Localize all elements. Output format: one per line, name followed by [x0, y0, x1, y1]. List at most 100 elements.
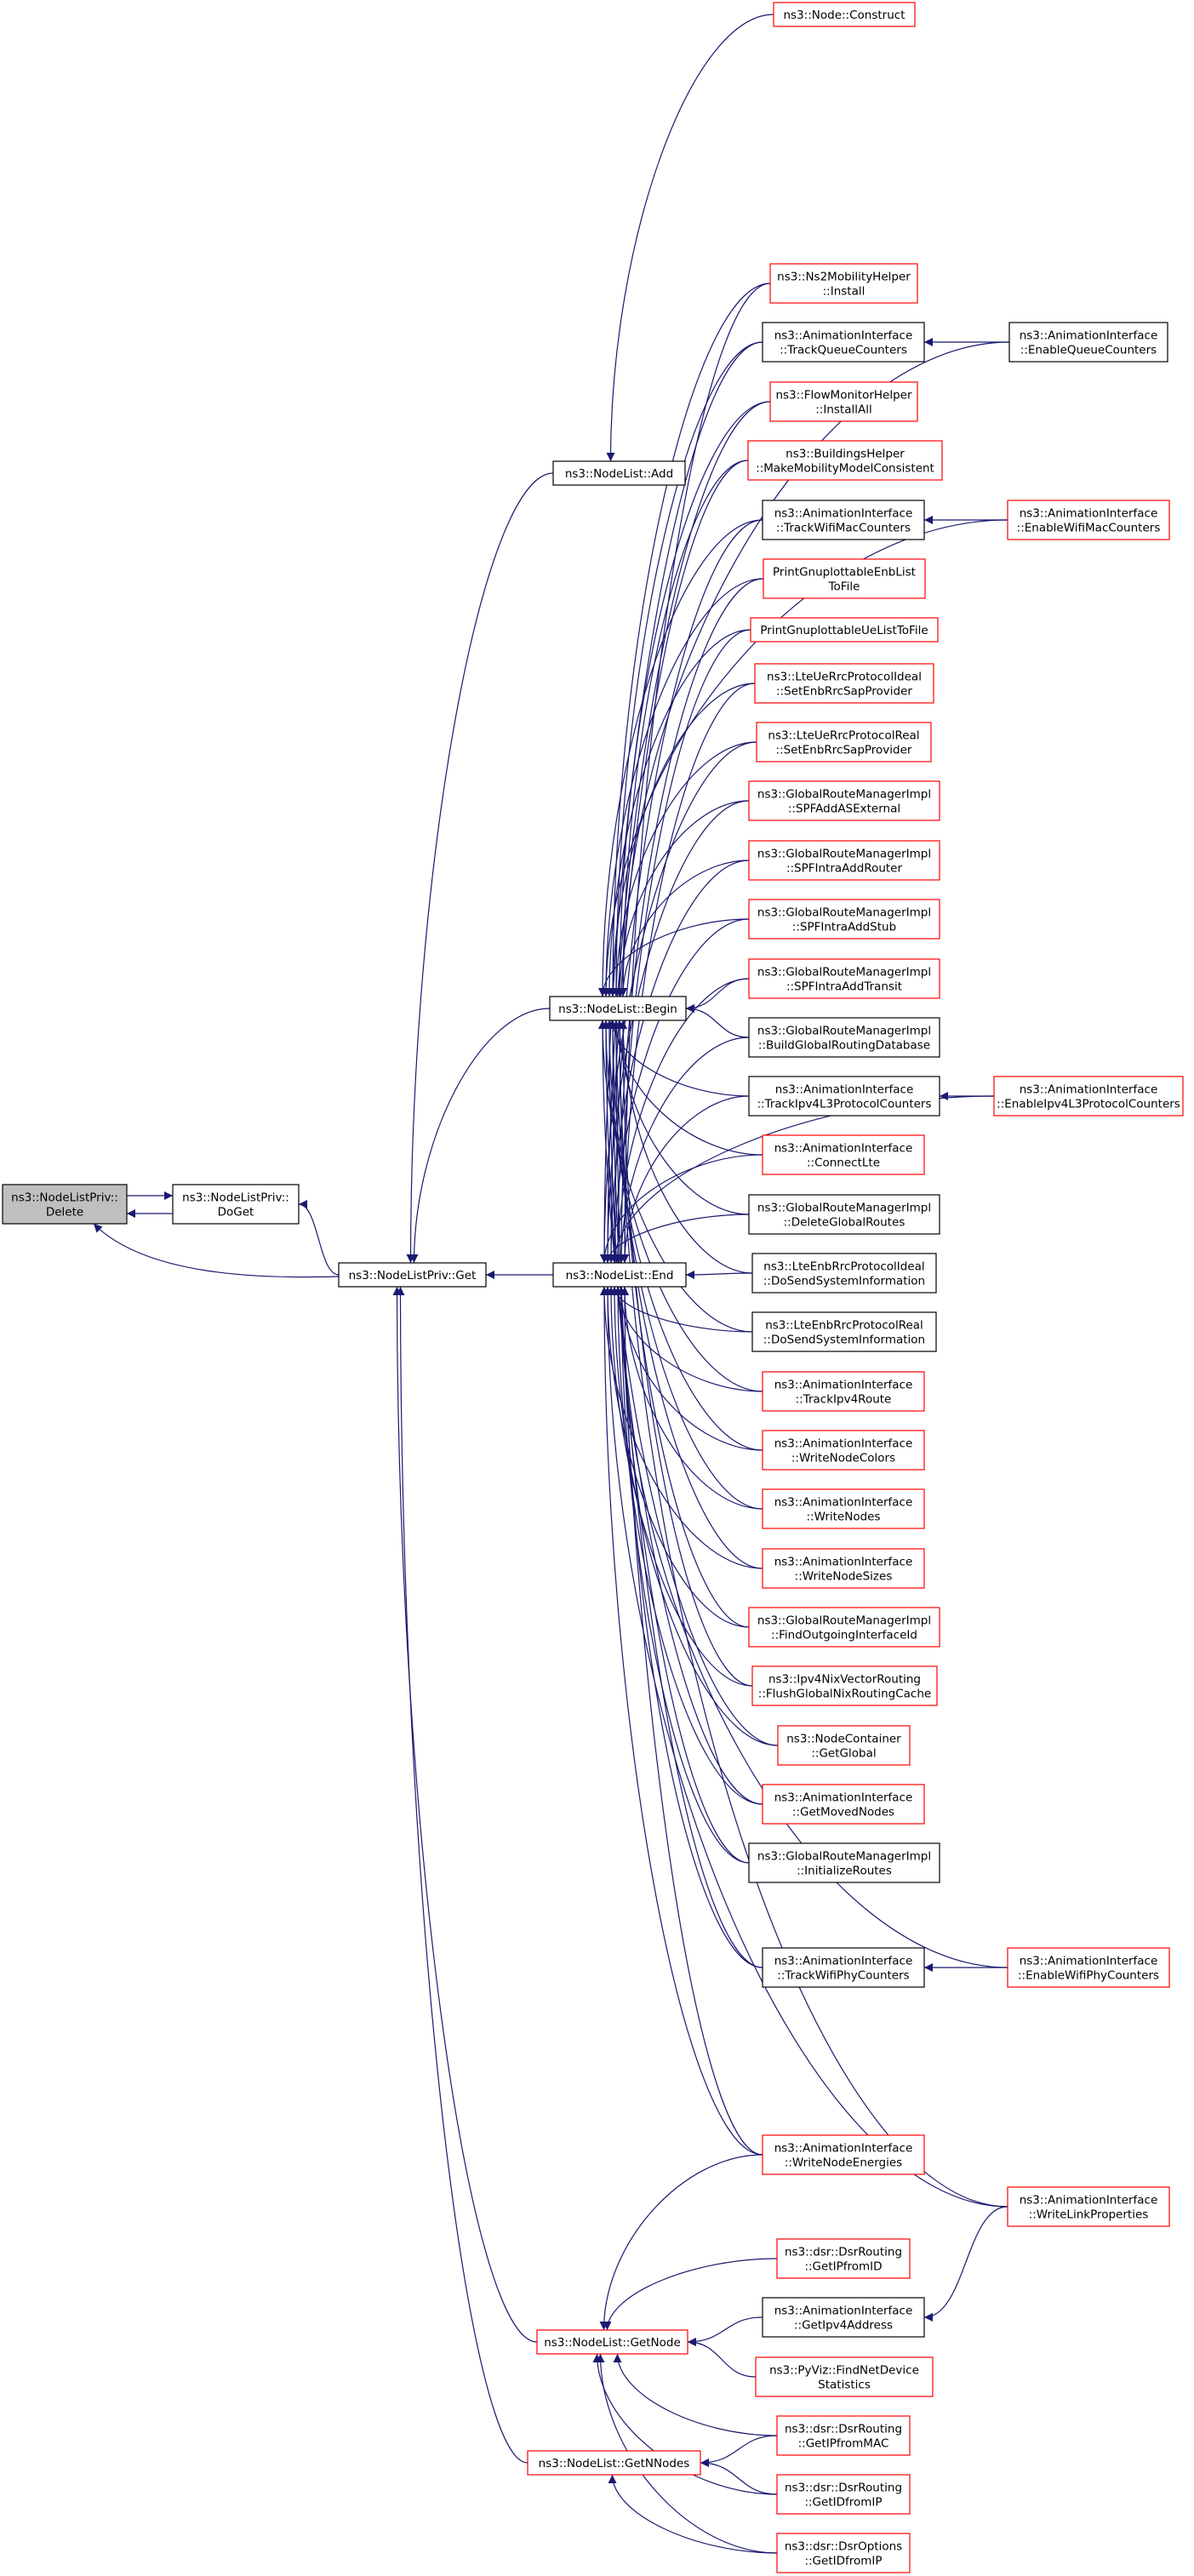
node-buildglobal[interactable]: ns3::GlobalRouteManagerImpl::BuildGlobal…: [748, 1017, 940, 1058]
node-label: Delete: [46, 1206, 83, 1219]
edge-initroutes-to-begin: [605, 1020, 750, 1864]
node-getipv4addr[interactable]: ns3::AnimationInterface::GetIpv4Address: [762, 2297, 925, 2338]
node-getnnodes[interactable]: ns3::NodeList::GetNNodes: [527, 2450, 701, 2476]
node-enablewifiphy[interactable]: ns3::AnimationInterface::EnableWifiPhyCo…: [1007, 1947, 1170, 1988]
node-buildingsmm[interactable]: ns3::BuildingsHelper::MakeMobilityModelC…: [747, 440, 943, 481]
node-enableipv4l3[interactable]: ns3::AnimationInterface::EnableIpv4L3Pro…: [993, 1076, 1184, 1117]
node-dsrgetidip[interactable]: ns3::dsr::DsrRouting::GetIDfromIP: [776, 2474, 911, 2515]
node-delete[interactable]: ns3::NodeListPriv::Delete: [2, 1184, 128, 1225]
node-box: [769, 263, 918, 304]
node-label: ns3::AnimationInterface: [774, 329, 913, 343]
node-doget[interactable]: ns3::NodeListPriv::DoGet: [172, 1184, 300, 1225]
node-trackwifiphy[interactable]: ns3::AnimationInterface::TrackWifiPhyCou…: [762, 1947, 925, 1988]
node-writeenergies[interactable]: ns3::AnimationInterface::WriteNodeEnergi…: [762, 2134, 925, 2175]
node-label: Statistics: [818, 2379, 871, 2392]
node-deleteglobal[interactable]: ns3::GlobalRouteManagerImpl::DeleteGloba…: [748, 1194, 940, 1235]
node-label: ::GetIPfromMAC: [798, 2437, 889, 2451]
node-spfstub[interactable]: ns3::GlobalRouteManagerImpl::SPFIntraAdd…: [748, 899, 940, 940]
node-enablequeue[interactable]: ns3::AnimationInterface::EnableQueueCoun…: [1008, 322, 1168, 363]
node-writenodes[interactable]: ns3::AnimationInterface::WriteNodes: [762, 1488, 925, 1529]
node-box: [762, 1134, 925, 1175]
node-spfrouter[interactable]: ns3::GlobalRouteManagerImpl::SPFIntraAdd…: [748, 840, 940, 881]
edge-spftransit-to-begin: [685, 978, 750, 1013]
node-label: ns3::AnimationInterface: [775, 1083, 914, 1097]
node-label: ns3::Ns2MobilityHelper: [777, 271, 911, 284]
edge-ltereal-to-begin: [612, 741, 757, 997]
node-flowinstall[interactable]: ns3::FlowMonitorHelper::InstallAll: [769, 381, 918, 422]
node-label: ns3::GlobalRouteManagerImpl: [757, 1025, 931, 1038]
node-label: ns3::NodeContainer: [786, 1733, 901, 1746]
edge-get-to-delete: [93, 1223, 340, 1278]
node-label: ::WriteLinkProperties: [1029, 2208, 1149, 2222]
node-spfase[interactable]: ns3::GlobalRouteManagerImpl::SPFAddASExt…: [748, 780, 940, 821]
node-label: ns3::AnimationInterface: [774, 1955, 913, 1968]
edge-spfstub-to-end: [610, 918, 750, 1264]
edge-trackqueue-to-begin: [612, 341, 763, 997]
node-writelink[interactable]: ns3::AnimationInterface::WriteLinkProper…: [1007, 2186, 1170, 2227]
node-connectlte[interactable]: ns3::AnimationInterface::ConnectLte: [762, 1134, 925, 1175]
node-label: DoGet: [218, 1206, 254, 1219]
node-enbideal[interactable]: ns3::LteEnbRrcProtocolIdeal::DoSendSyste…: [751, 1253, 937, 1294]
edge-dsroptions-to-getnode: [596, 2353, 778, 2554]
node-box: [762, 1488, 925, 1529]
node-label: ns3::GlobalRouteManagerImpl: [757, 1850, 931, 1864]
node-getmoved[interactable]: ns3::AnimationInterface::GetMovedNodes: [762, 1784, 925, 1825]
node-box: [748, 899, 940, 940]
node-label: ns3::GlobalRouteManagerImpl: [757, 788, 931, 802]
node-get[interactable]: ns3::NodeListPriv::Get: [338, 1262, 487, 1288]
edge-getglobal-to-begin: [598, 1020, 779, 1746]
node-flushnix[interactable]: ns3::Ipv4NixVectorRouting::FlushGlobalNi…: [751, 1665, 938, 1706]
node-enablewifimac[interactable]: ns3::AnimationInterface::EnableWifiMacCo…: [1007, 500, 1170, 540]
node-label: ::EnableWifiMacCounters: [1017, 522, 1161, 535]
node-label: ns3::NodeListPriv::Get: [349, 1269, 477, 1282]
node-writecolors[interactable]: ns3::AnimationInterface::WriteNodeColors: [762, 1430, 925, 1471]
edge-writeenergies-to-begin: [612, 1020, 763, 2156]
edge-ns2install-to-begin: [608, 283, 771, 997]
edge-writenodes-to-end: [620, 1286, 763, 1510]
node-lteideal[interactable]: ns3::LteUeRrcProtocolIdeal::SetEnbRrcSap…: [754, 663, 934, 704]
edge-getmoved-to-end: [614, 1286, 763, 1805]
node-label: ns3::AnimationInterface: [774, 2305, 913, 2318]
node-ltereal[interactable]: ns3::LteUeRrcProtocolReal::SetEnbRrcSapP…: [756, 722, 932, 763]
node-end[interactable]: ns3::NodeList::End: [552, 1262, 687, 1288]
node-trackwifimac[interactable]: ns3::AnimationInterface::TrackWifiMacCou…: [762, 500, 925, 540]
node-label: ns3::GlobalRouteManagerImpl: [757, 906, 931, 920]
node-label: ns3::LteUeRrcProtocolIdeal: [767, 671, 922, 684]
node-trackqueue[interactable]: ns3::AnimationInterface::TrackQueueCount…: [762, 322, 925, 363]
node-label: ns3::NodeList::Begin: [558, 1002, 677, 1016]
node-findoutgoing[interactable]: ns3::GlobalRouteManagerImpl::FindOutgoin…: [748, 1607, 940, 1648]
node-label: ns3::dsr::DsrOptions: [785, 2540, 902, 2554]
node-label: ns3::AnimationInterface: [1020, 507, 1158, 521]
node-trackipv4route[interactable]: ns3::AnimationInterface::TrackIpv4Route: [762, 1371, 925, 1412]
edge-dsroptions-to-getnnodes: [608, 2474, 778, 2554]
node-construct[interactable]: ns3::Node::Construct: [773, 2, 916, 27]
edge-findoutgoing-to-end: [603, 1286, 750, 1628]
node-writesizes[interactable]: ns3::AnimationInterface::WriteNodeSizes: [762, 1548, 925, 1589]
node-enbreal[interactable]: ns3::LteEnbRrcProtocolReal::DoSendSystem…: [751, 1311, 937, 1352]
node-getnode[interactable]: ns3::NodeList::GetNode: [536, 2329, 688, 2355]
node-label: ::BuildGlobalRoutingDatabase: [758, 1039, 930, 1053]
node-ns2install[interactable]: ns3::Ns2MobilityHelper::Install: [769, 263, 918, 304]
node-spftransit[interactable]: ns3::GlobalRouteManagerImpl::SPFIntraAdd…: [748, 958, 940, 999]
node-dsrgetipmac[interactable]: ns3::dsr::DsrRouting::GetIPfromMAC: [776, 2415, 911, 2456]
node-dsroptions[interactable]: ns3::dsr::DsrOptions::GetIDfromIP: [776, 2533, 911, 2573]
edge-printenb-to-begin: [602, 578, 764, 997]
node-label: ns3::NodeListPriv::: [11, 1191, 118, 1205]
edge-construct-to-add: [606, 14, 774, 462]
edge-buildglobal-to-end: [617, 1037, 750, 1264]
node-printue[interactable]: PrintGnuplottableUeListToFile: [750, 617, 939, 643]
node-dsrgetip[interactable]: ns3::dsr::DsrRouting::GetIPfromID: [776, 2238, 911, 2279]
node-label: PrintGnuplottableEnbList: [773, 566, 916, 580]
node-box: [747, 440, 943, 481]
node-label: ns3::GlobalRouteManagerImpl: [757, 966, 931, 980]
edge-trackwifimac-to-begin: [598, 519, 763, 997]
node-begin[interactable]: ns3::NodeList::Begin: [549, 996, 687, 1021]
node-initroutes[interactable]: ns3::GlobalRouteManagerImpl::InitializeR…: [748, 1842, 940, 1883]
node-trackipv4l3[interactable]: ns3::AnimationInterface::TrackIpv4L3Prot…: [748, 1076, 940, 1117]
node-add[interactable]: ns3::NodeList::Add: [552, 460, 686, 486]
node-getglobal[interactable]: ns3::NodeContainer::GetGlobal: [777, 1725, 911, 1766]
node-label: ::SPFAddASExternal: [788, 803, 900, 816]
node-box: [1007, 2186, 1170, 2227]
